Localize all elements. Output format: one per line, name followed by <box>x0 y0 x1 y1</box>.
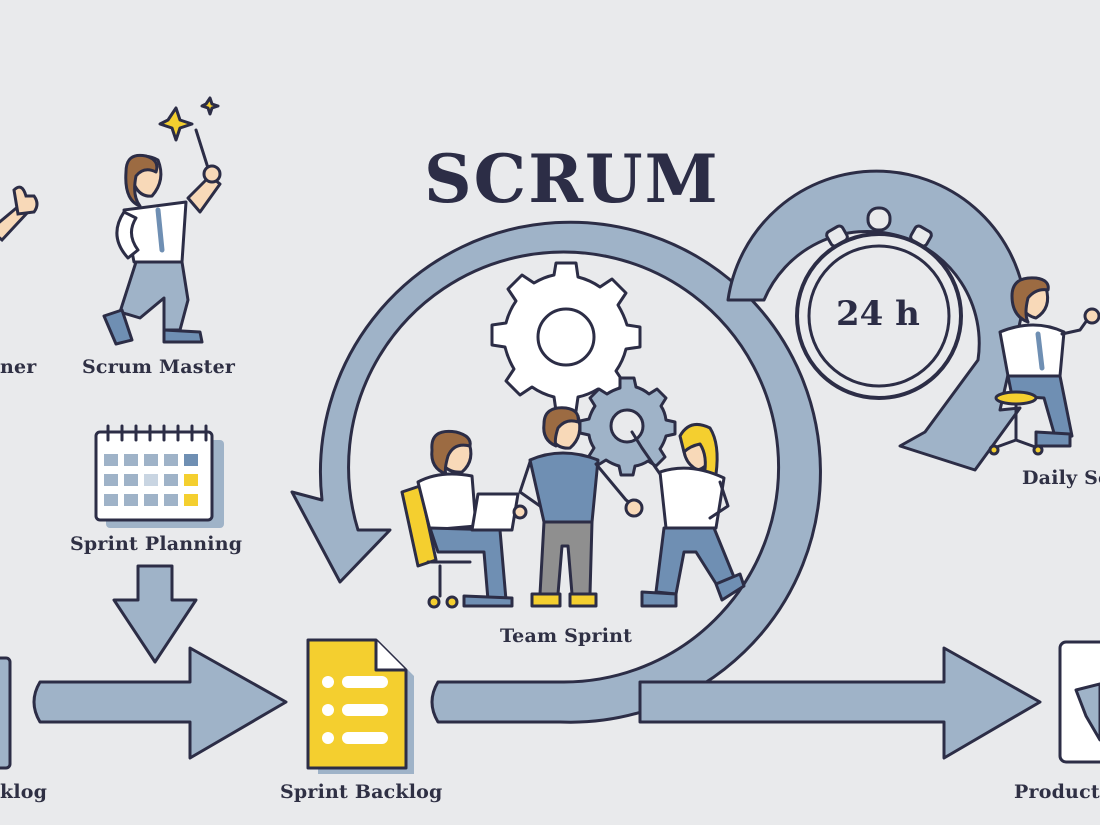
calendar-icon <box>94 424 224 528</box>
sprint-planning-label: Sprint Planning <box>70 533 243 555</box>
product-increment-box-icon <box>1058 640 1100 764</box>
team-figure-center <box>518 406 644 608</box>
product-backlog-doc-partial <box>0 656 12 770</box>
sprint-loop-arrow <box>290 220 822 724</box>
product-backlog-label: klog <box>0 781 48 803</box>
diagram-title: SCRUM <box>424 140 720 218</box>
daily-scrum-figure <box>988 276 1100 456</box>
small-gear-icon <box>578 376 677 477</box>
team-figure-pointing <box>630 422 746 608</box>
large-gear-icon <box>490 261 642 413</box>
product-owner-figure <box>0 185 39 243</box>
sprint-backlog-label: Sprint Backlog <box>280 781 443 803</box>
stopwatch-icon <box>795 206 963 400</box>
daily-scrum-label: Daily Sc <box>1022 467 1100 489</box>
arrow-planning-down <box>112 564 198 664</box>
team-figure-laptop <box>400 429 528 609</box>
stopwatch-label: 24 h <box>836 294 920 334</box>
scrum-master-figure <box>102 96 222 346</box>
product-owner-label: ner <box>0 356 37 378</box>
arrow-backlog-to-sprint <box>32 646 288 760</box>
product-increment-label: Product <box>1014 781 1100 803</box>
arrow-to-product <box>638 646 1042 760</box>
sprint-backlog-document-icon <box>306 638 414 774</box>
team-sprint-label: Team Sprint <box>500 625 633 647</box>
scrum-master-label: Scrum Master <box>82 356 236 378</box>
